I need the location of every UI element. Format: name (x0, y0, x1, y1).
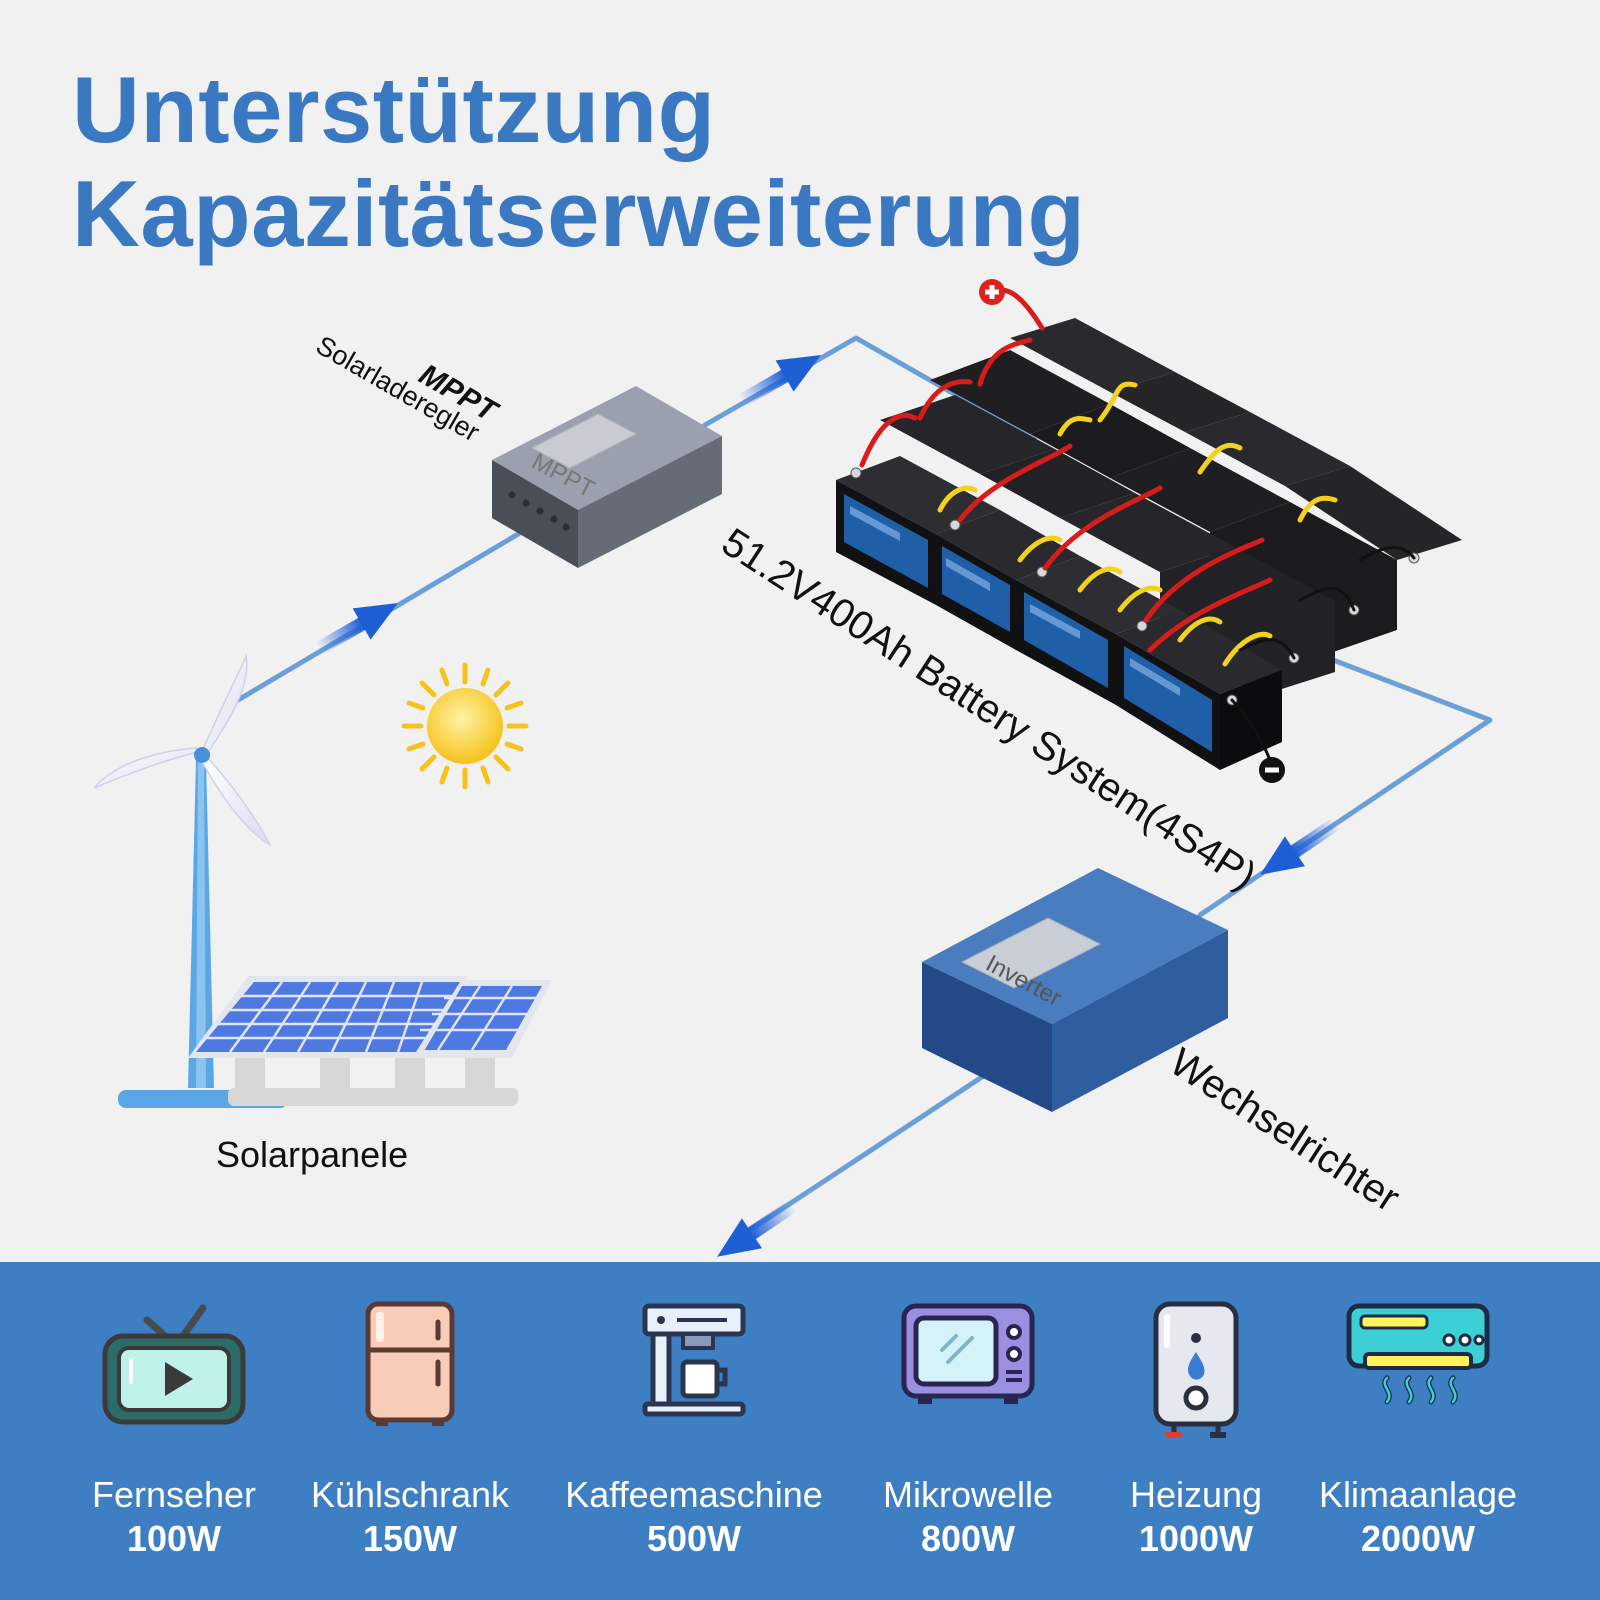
appliance-name: Heizung (1129, 1474, 1263, 1515)
flow-arrow-2 (737, 355, 821, 408)
title-line-2: Kapazitätserweiterung (72, 161, 1086, 266)
tv-icon (102, 1304, 246, 1425)
flow-arrow-3 (1260, 817, 1341, 875)
solar-panel-icon (188, 976, 552, 1106)
appliance-name: Kühlschrank (310, 1474, 510, 1515)
appliance-watt: 2000W (1360, 1518, 1476, 1559)
system-diagram (93, 279, 1493, 1257)
appliance-name: Klimaanlage (1318, 1474, 1518, 1515)
air-conditioner-icon (1346, 1303, 1490, 1405)
mppt-controller-box (492, 386, 722, 568)
appliance-watt: 100W (126, 1518, 222, 1559)
solar-panel-label: Solarpanele (216, 1134, 409, 1175)
battery-front-faces (836, 480, 1282, 770)
battery-positive-terminal-icon (979, 279, 1005, 305)
appliance-name: Kaffeemaschine (565, 1474, 823, 1515)
battery-row-back (1010, 318, 1462, 560)
flow-arrow-4 (717, 1199, 798, 1257)
page-title: Unterstützung Kapazitätserweiterung (72, 58, 1085, 266)
battery-bank (836, 279, 1462, 783)
sun-icon (401, 662, 529, 790)
inverter-box (922, 868, 1228, 1112)
appliance-name: Fernseher (91, 1474, 257, 1515)
battery-link-wires (859, 287, 1416, 762)
appliance-watt: 150W (362, 1518, 458, 1559)
appliance-band: Fernseher 100W Kühlschrank 150W (0, 1262, 1600, 1600)
flow-arrow-1 (314, 603, 398, 656)
appliance-watt: 800W (920, 1518, 1016, 1559)
appliance-watt: 500W (646, 1518, 742, 1559)
title-line-1: Unterstützung (72, 57, 716, 162)
coffee-machine-icon (642, 1303, 746, 1417)
microwave-icon (901, 1303, 1035, 1404)
water-heater-icon (1153, 1301, 1239, 1438)
battery-row-front-tops (836, 456, 1282, 694)
fridge-icon (365, 1301, 455, 1426)
battery-negative-terminal-icon (1259, 757, 1285, 783)
appliance-name: Mikrowelle (882, 1474, 1054, 1515)
appliance-watt: 1000W (1138, 1518, 1254, 1559)
